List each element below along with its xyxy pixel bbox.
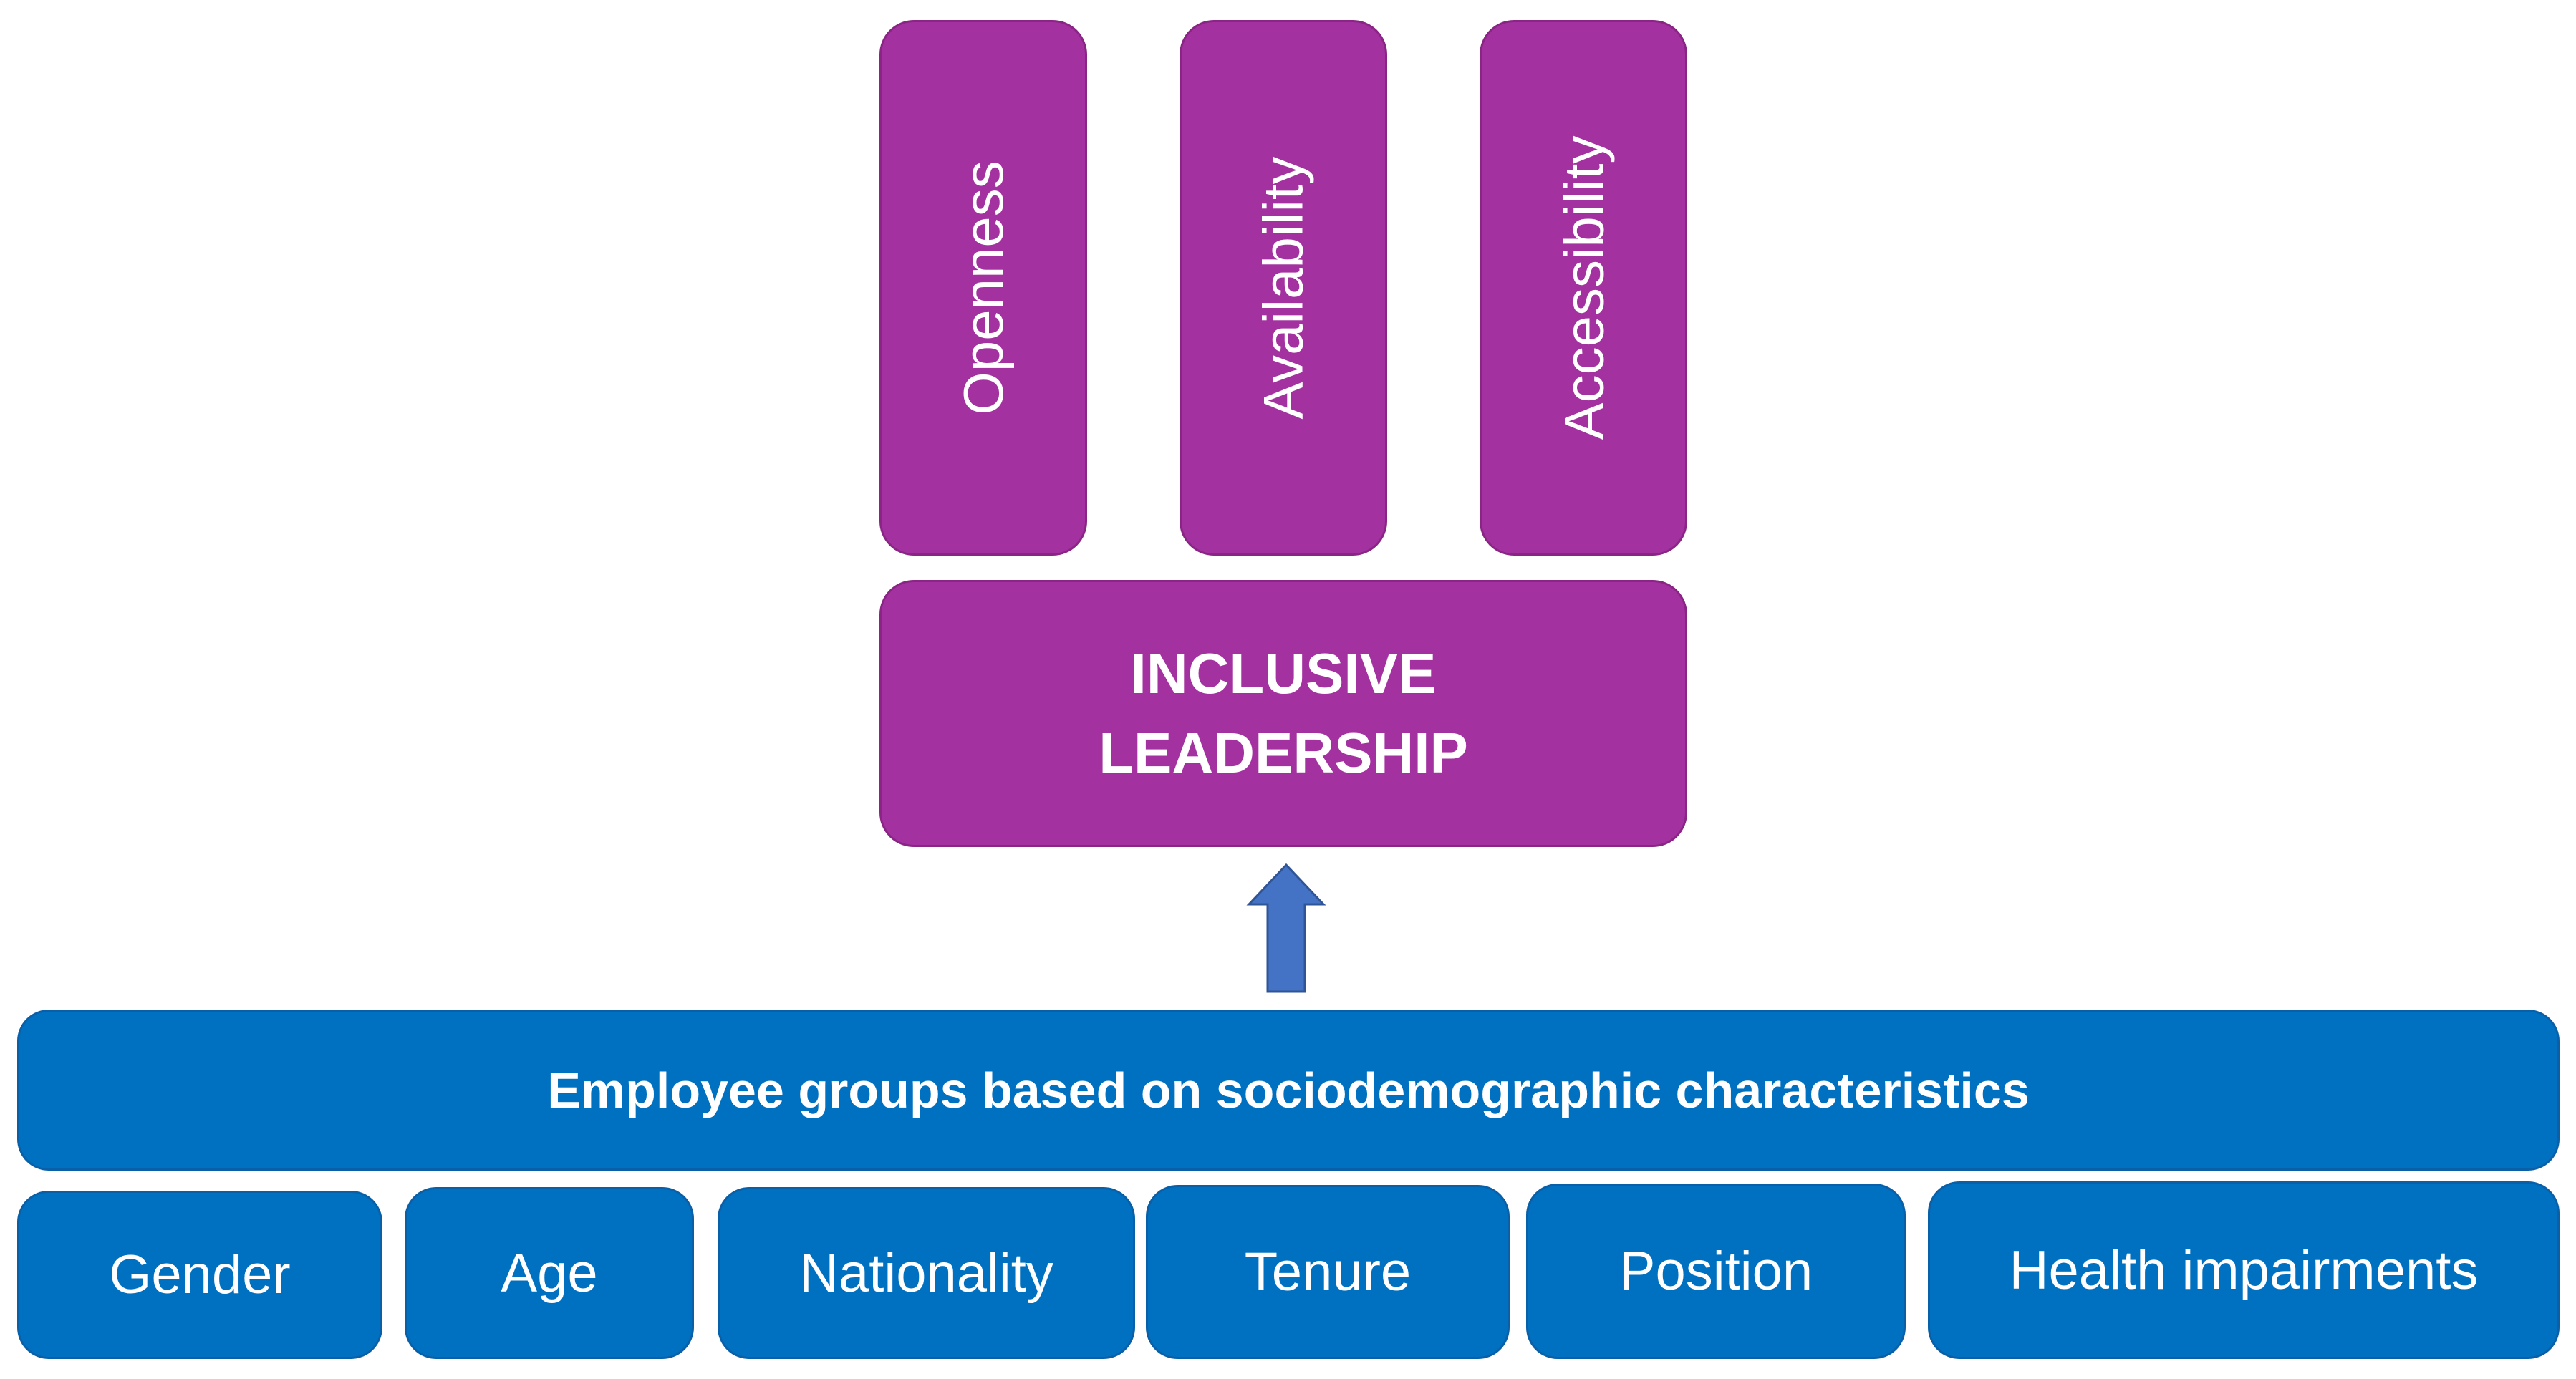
group-gender: Gender [17,1191,382,1359]
employee-groups-banner: Employee groups based on sociodemographi… [17,1010,2560,1171]
dimension-label: Openness [952,160,1016,415]
dimension-label: Availability [1252,156,1316,420]
group-label: Health impairments [2009,1239,2479,1301]
group-tenure: Tenure [1146,1185,1510,1359]
inclusive-leadership-box: INCLUSIVE LEADERSHIP [879,580,1687,847]
group-label: Age [501,1242,598,1304]
group-label: Tenure [1244,1242,1412,1302]
core-line-1: INCLUSIVE [1130,642,1437,706]
dimension-openness: Openness [879,20,1087,556]
employee-groups-label: Employee groups based on sociodemographi… [547,1062,2030,1118]
group-position: Position [1526,1184,1906,1359]
dimension-label: Accessibility [1552,135,1615,440]
group-health-impairments: Health impairments [1928,1181,2560,1359]
up-arrow-icon [1246,863,1326,993]
group-nationality: Nationality [718,1187,1135,1359]
group-age: Age [405,1187,694,1359]
dimension-accessibility: Accessibility [1480,20,1687,556]
core-line-2: LEADERSHIP [1099,720,1468,785]
dimension-availability: Availability [1180,20,1387,556]
group-label: Gender [109,1244,291,1305]
group-label: Nationality [799,1242,1053,1304]
group-label: Position [1619,1241,1813,1302]
inclusive-leadership-label: INCLUSIVE LEADERSHIP [1099,634,1468,793]
